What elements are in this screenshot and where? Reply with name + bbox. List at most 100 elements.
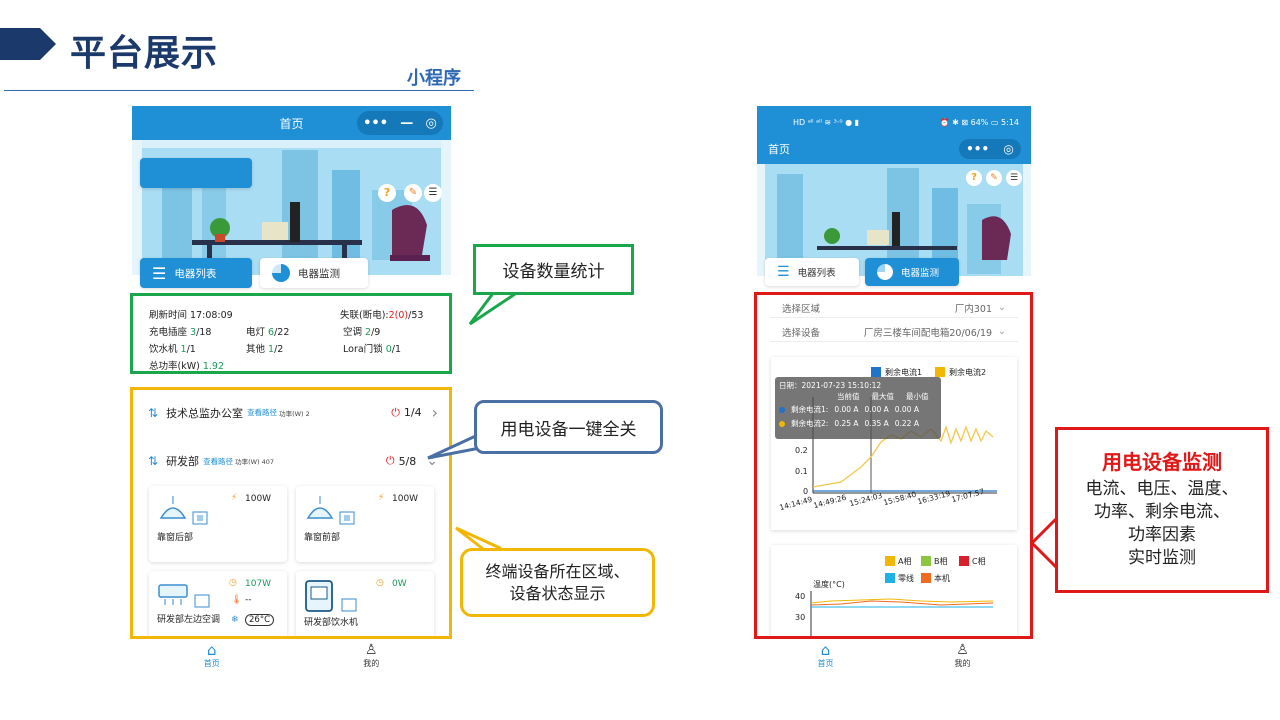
edit-icon[interactable]: ✎ (986, 170, 1002, 186)
legend-swatch (885, 556, 895, 566)
close-target-icon[interactable]: ◎ (1003, 142, 1014, 156)
device-card[interactable]: ⚡ 100W 靠窗后部 (149, 486, 287, 562)
more-icon[interactable]: ••• (363, 115, 389, 131)
left-tab-bar: ⌂ 首页 ♙ 我的 (132, 637, 451, 673)
chevron-down-icon[interactable]: ⌄ (426, 453, 438, 469)
more-icon[interactable]: ••• (966, 142, 990, 156)
right-nav-bar: 首页 ••• ◎ (757, 138, 1031, 164)
lamp-icon (306, 496, 355, 525)
chevron-down-icon: ⌄ (998, 302, 1006, 313)
clock-icon: ◷ (376, 578, 384, 588)
monitor-callout: 用电设备监测 电流、电压、温度、 功率、剩余电流、 功率因素 实时监测 (1055, 427, 1269, 593)
power-off-icon[interactable]: ⏻ (385, 454, 395, 467)
home-icon: ⌂ (206, 640, 217, 659)
user-icon: ♙ (364, 641, 378, 658)
close-target-icon[interactable]: ◎ (425, 115, 437, 131)
temperature-plot (810, 591, 994, 637)
tab-device-monitor[interactable]: 电器监测 (260, 258, 368, 288)
legend-swatch (959, 556, 969, 566)
offline-count: 失联(断电):2(0)/53 (340, 310, 424, 321)
page-title: 平台展示 (70, 33, 219, 74)
temperature-chart: A相 B相 C相 零线 本机 温度(°C) 40 30 (771, 545, 1017, 637)
device-card[interactable]: ◷ 0W 研发部饮水机 (296, 571, 434, 647)
air-conditioner-icon (158, 584, 210, 608)
clock-icon: ◷ (229, 578, 237, 588)
monitor-highlight-frame (754, 292, 1033, 639)
tab-device-list[interactable]: ☰ 电器列表 (765, 258, 859, 286)
socket-count: 充电插座 3/18 (149, 327, 212, 338)
snowflake-icon: ❄ (231, 615, 239, 625)
chart-tooltip: 日期：2021-07-23 15:10:12 当前值 最大值 最小值 剩余电流1… (775, 377, 941, 439)
group-row-rd[interactable]: ⇅ 研发部 查看路径 功率(W) 407 ⏻ 5/8 ⌄ (148, 453, 438, 469)
menu-icon[interactable]: ☰ (1006, 170, 1022, 186)
user-icon: ♙ (956, 641, 969, 658)
left-nav-title: 首页 (279, 117, 304, 131)
left-capsule: ••• — ◎ (357, 111, 443, 135)
lora-lock-count: Lora门锁 0/1 (343, 344, 401, 355)
chevron-down-icon: ⌄ (998, 326, 1006, 337)
page-subtitle: 小程序 (407, 68, 461, 89)
list-icon: ☰ (777, 264, 790, 280)
help-icon[interactable]: ? (378, 184, 396, 202)
legend-swatch (935, 367, 945, 377)
group-row-tech-director[interactable]: ⇅ 技术总监办公室 查看路径 功率(W) 2 ⏻ 1/4 › (148, 403, 438, 422)
tab-home[interactable]: ⌂ 首页 (817, 640, 834, 668)
edit-icon[interactable]: ✎ (404, 184, 422, 202)
one-key-callout: 用电设备一键全关 (474, 400, 663, 454)
series-dot (779, 420, 785, 427)
thermometer-icon: 🌡 (231, 595, 243, 605)
devices-highlight-frame (130, 387, 452, 639)
device-select[interactable]: 选择设备 厂房三楼车间配电箱20/06/19 ⌄ (770, 322, 1018, 342)
other-count: 其他 1/2 (246, 344, 284, 355)
left-nav-bar: 首页 ••• — ◎ (132, 106, 451, 140)
legend-swatch (871, 367, 881, 377)
lightning-icon: ⚡ (231, 493, 238, 503)
status-bar: HD ᵃˡˡ ᵃˡˡ ≋ ³·⁰ ● ▮ ⏰ ✱ ⊠ 64% ▭ 5:14 (757, 106, 1031, 138)
tab-home[interactable]: ⌂ 首页 (203, 640, 220, 668)
tab-device-list[interactable] (140, 158, 252, 188)
chevron-right-icon[interactable]: › (431, 403, 438, 422)
stats-highlight-frame (130, 293, 452, 374)
setpoint-badge[interactable]: 26°C (245, 614, 275, 626)
water-dispenser-icon (305, 580, 357, 612)
office-illustration (757, 164, 1031, 276)
area-select[interactable]: 选择区域 厂内301 ⌄ (770, 298, 1018, 318)
light-count: 电灯 6/22 (246, 327, 290, 338)
title-arrow-icon (0, 28, 56, 60)
home-icon: ⌂ (820, 640, 831, 659)
device-card[interactable]: ⚡ 100W 靠窗前部 (296, 486, 434, 562)
left-hero-banner: ? ✎ ☰ (132, 140, 451, 275)
view-path-link[interactable]: 查看路径 (247, 408, 278, 417)
sort-icon: ⇅ (148, 405, 159, 420)
menu-icon[interactable]: ☰ (424, 184, 442, 202)
tab-mine[interactable]: ♙ 我的 (363, 641, 380, 668)
total-power: 总功率(kW) 1.92 (149, 361, 224, 372)
lamp-icon (159, 496, 208, 525)
right-tab-bar: ⌂ 首页 ♙ 我的 (757, 637, 1031, 673)
stats-callout: 设备数量统计 (473, 244, 634, 295)
tab-device-monitor[interactable]: 电器监测 (865, 258, 959, 286)
legend-swatch (921, 573, 931, 583)
device-card[interactable]: ◷ 107W 🌡 -- ❄ 26°C 研发部左边空调 (149, 571, 287, 647)
ac-count: 空调 2/9 (343, 327, 381, 338)
area-callout: 终端设备所在区域、 设备状态显示 (460, 548, 655, 617)
power-off-icon[interactable]: ⏻ (391, 405, 400, 419)
series-dot (779, 406, 785, 413)
water-dispenser-count: 饮水机 1/1 (149, 344, 196, 355)
list-icon: ☰ (152, 263, 167, 283)
legend-swatch (885, 573, 895, 583)
tab-mine[interactable]: ♙ 我的 (954, 641, 971, 668)
lightning-icon: ⚡ (378, 493, 385, 503)
minimize-icon[interactable]: — (400, 115, 414, 131)
pie-chart-icon (272, 264, 290, 282)
tab-device-list[interactable]: ☰ 电器列表 (140, 258, 252, 288)
refresh-time: 刷新时间 17:08:09 (149, 310, 233, 321)
help-icon[interactable]: ? (966, 170, 982, 186)
sort-icon: ⇅ (148, 454, 159, 468)
residual-current-chart: 剩余电流1 剩余电流2 0.2 0.1 0 14:14:49 14:49:26 … (771, 357, 1017, 530)
legend-swatch (921, 556, 931, 566)
title-divider (4, 90, 474, 91)
pie-chart-icon (877, 264, 893, 280)
view-path-link[interactable]: 查看路径 (203, 456, 234, 466)
tab-device-monitor-label: 电器监测 (298, 267, 340, 280)
